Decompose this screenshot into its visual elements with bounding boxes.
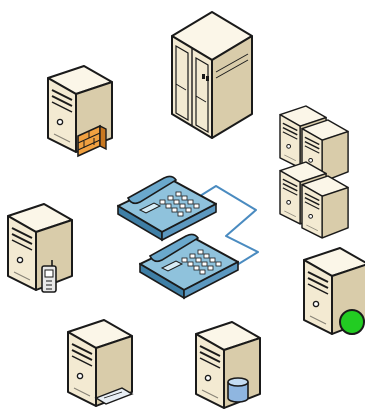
mainframe-cabinet-icon — [172, 12, 252, 138]
ip-phone-icon — [140, 234, 238, 298]
server-icon — [8, 204, 72, 290]
server-cluster-icon — [302, 176, 348, 238]
mainframe-node — [172, 12, 252, 138]
ip-phones-node — [118, 176, 238, 298]
server-database-node — [196, 322, 260, 408]
database-icon — [228, 378, 248, 402]
server-mobile-node — [8, 204, 72, 292]
ip-phone-icon — [118, 176, 216, 240]
server-status-node — [304, 248, 365, 334]
status-indicator-icon — [340, 310, 364, 334]
server-cluster-node — [280, 106, 348, 238]
server-card-node — [68, 320, 132, 406]
server-firewall-node — [48, 66, 112, 156]
